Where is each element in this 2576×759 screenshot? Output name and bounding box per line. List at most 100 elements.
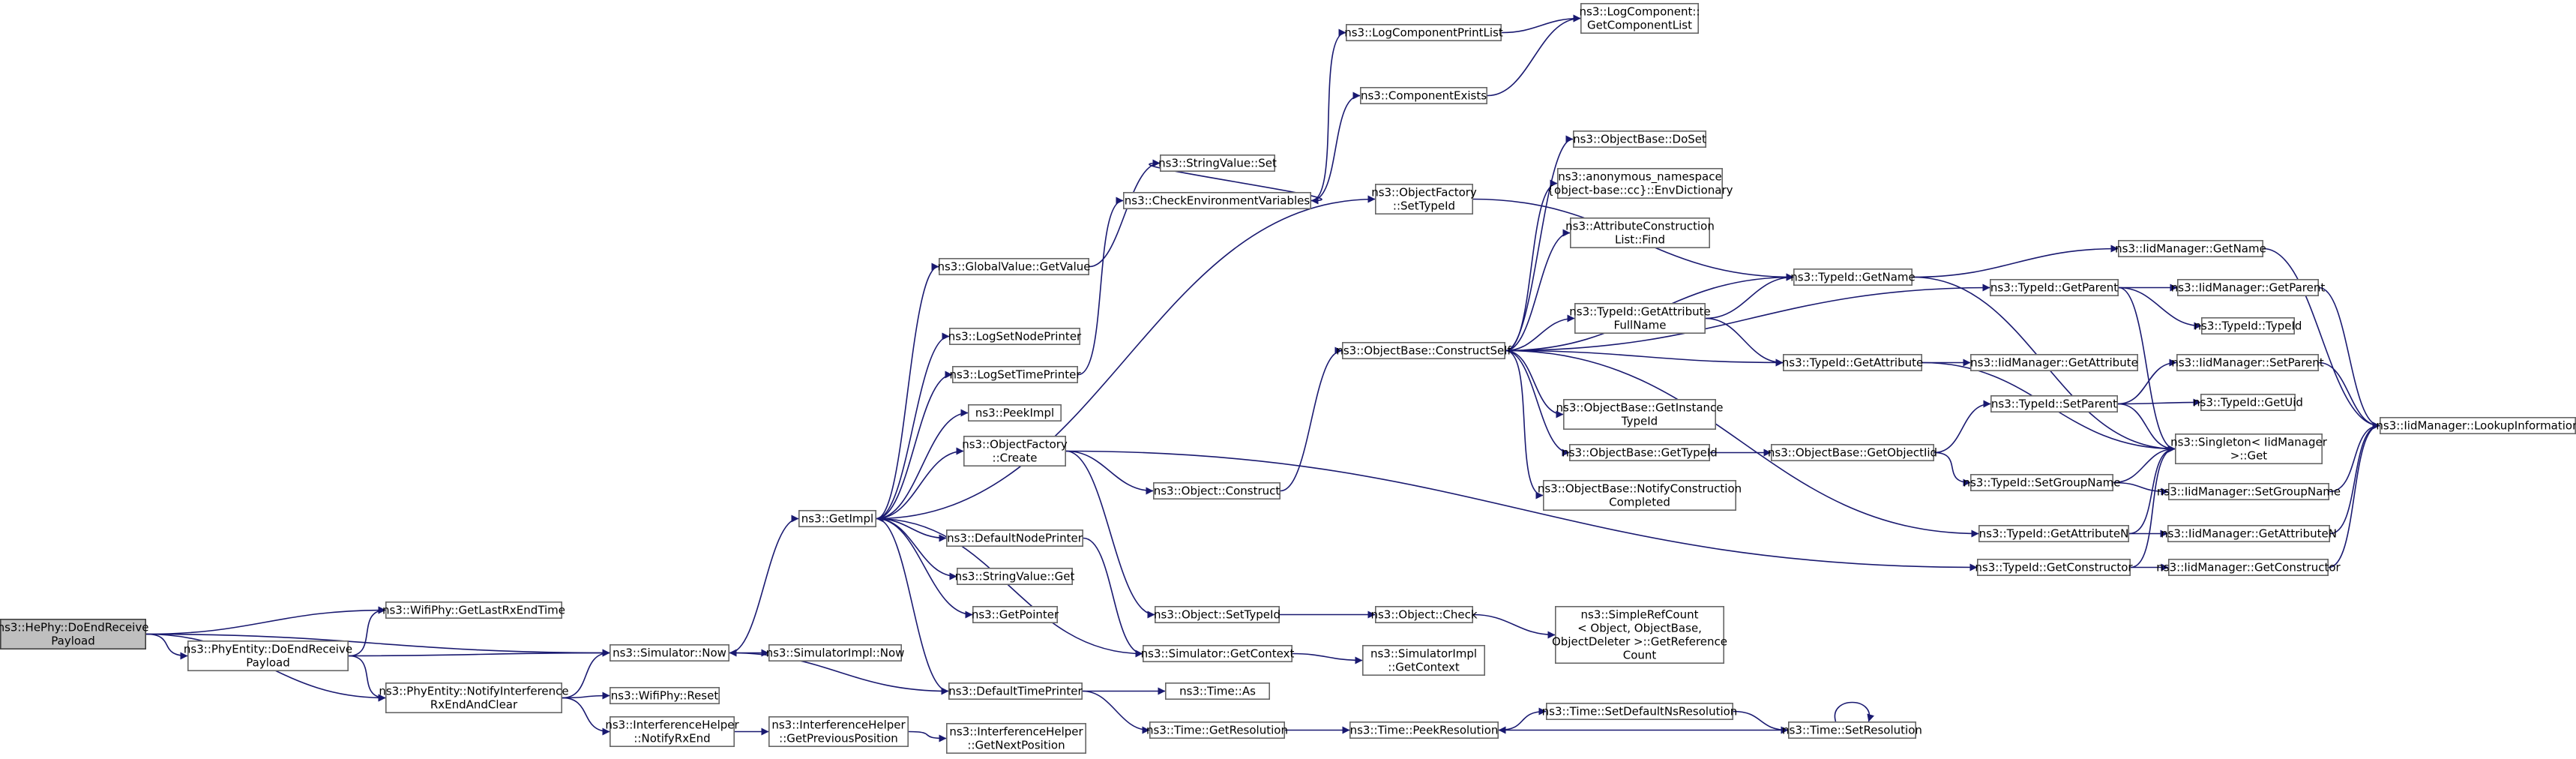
node-n23[interactable]: ns3::Object::SetTypeId (1154, 605, 1281, 623)
node-box (798, 509, 877, 527)
node-label: ::GetContext (1388, 661, 1460, 674)
node-n4[interactable]: ns3::PhyEntity::NotifyInterferenceRxEndA… (379, 682, 569, 713)
node-n40[interactable]: ns3::ObjectBase::GetTypeId (1562, 443, 1718, 461)
node-label: GetComponentList (1587, 19, 1692, 32)
node-box (2167, 524, 2331, 542)
node-n21[interactable]: ns3::CheckEnvironmentVariables (1123, 191, 1312, 209)
node-n5[interactable]: ns3::WifiPhy::Reset (609, 686, 720, 704)
node-n60[interactable]: ns3::IidManager::SetGroupName (2157, 482, 2341, 500)
node-n25[interactable]: ns3::Time::As (1165, 682, 1271, 700)
node-n56[interactable]: ns3::TypeId::TypeId (2194, 316, 2302, 334)
node-n6[interactable]: ns3::InterferenceHelper::NotifyRxEnd (605, 716, 739, 747)
node-box (1555, 605, 1725, 664)
edge-path (1505, 350, 1570, 457)
node-box (0, 618, 146, 650)
node-n12[interactable]: ns3::LogSetNodePrinter (948, 327, 1082, 345)
node-n14[interactable]: ns3::PeekImpl (968, 404, 1062, 422)
node-n49[interactable]: ns3::Time::SetResolution (1782, 721, 1922, 739)
node-box (1573, 130, 1707, 148)
edge-n24-n7 (876, 514, 1143, 655)
edge-path (876, 514, 1143, 655)
node-n61[interactable]: ns3::IidManager::GetAttributeN (2161, 524, 2337, 542)
node-n8[interactable]: ns3::SimulatorImpl::Now (766, 644, 905, 662)
node-n1[interactable]: ns3::WifiPhy::GetLastRxEndTime (382, 601, 565, 619)
node-box (972, 605, 1059, 623)
node-n32[interactable]: ns3::SimulatorImpl::GetContext (1362, 644, 1486, 676)
node-n36[interactable]: ns3::anonymous_namespace{object-base::cc… (1547, 168, 1733, 200)
node-label: List::Find (1615, 233, 1665, 247)
node-n20[interactable]: ns3::StringValue::Set (1158, 154, 1277, 172)
node-n18[interactable]: ns3::GetPointer (972, 605, 1059, 623)
node-n45[interactable]: ns3::TypeId::GetAttribute (1782, 353, 1923, 371)
node-n53[interactable]: ns3::TypeId::SetParent (1990, 394, 2119, 412)
edge-path (876, 262, 939, 520)
node-label: ns3::ObjectFactory (962, 438, 1068, 452)
node-n19[interactable]: ns3::DefaultTimePrinter (948, 682, 1083, 700)
node-label: ns3::TypeId::GetParent (1990, 281, 2118, 295)
node-n31[interactable]: ns3::Object::Check (1370, 605, 1478, 623)
node-n24[interactable]: ns3::Simulator::GetContext (1141, 644, 1295, 662)
edge-n0-n1 (145, 606, 386, 635)
edge-n15-n23 (1065, 450, 1155, 619)
edge-path (348, 606, 386, 657)
node-n62[interactable]: ns3::IidManager::GetConstructor (2156, 558, 2341, 576)
node-n34[interactable]: ns3::LogComponent::GetComponentList (1580, 3, 1700, 34)
node-n57[interactable]: ns3::IidManager::SetParent (2171, 353, 2324, 371)
node-n27[interactable]: ns3::LogComponentPrintList (1344, 23, 1503, 41)
node-n43[interactable]: ns3::Time::SetDefaultNsResolution (1542, 702, 1738, 720)
node-label: Payload (51, 634, 95, 648)
node-label: RxEndAndClear (430, 698, 518, 712)
node-n17[interactable]: ns3::StringValue::Get (955, 567, 1075, 585)
node-n22[interactable]: ns3::Object::Construct (1153, 482, 1281, 500)
node-n58[interactable]: ns3::TypeId::GetUid (2193, 393, 2303, 411)
node-n55[interactable]: ns3::IidManager::GetParent (2171, 278, 2326, 296)
node-n41[interactable]: ns3::ObjectBase::NotifyConstructionCompl… (1538, 479, 1742, 511)
node-box (2380, 416, 2576, 434)
edge-path (1505, 350, 1544, 500)
node-box (1153, 482, 1281, 500)
node-n59[interactable]: ns3::Singleton< IidManager>::Get (2170, 433, 2328, 464)
node-n52[interactable]: ns3::IidManager::GetAttribute (1970, 353, 2139, 371)
node-box (946, 529, 1084, 547)
edge-path (2117, 358, 2177, 405)
node-n63[interactable]: ns3::IidManager::LookupInformation (2376, 416, 2576, 434)
node-n3[interactable]: ns3::Simulator::Now (609, 644, 729, 662)
edge-path (1089, 159, 1161, 268)
node-n48[interactable]: ns3::TypeId::GetConstructor (1975, 558, 2133, 576)
node-n16[interactable]: ns3::DefaultNodePrinter (946, 529, 1084, 547)
node-label: ns3::Simulator::GetContext (1141, 647, 1295, 661)
node-box (1160, 154, 1276, 172)
edge-n2-n3 (348, 649, 610, 657)
edge-path (1065, 450, 1155, 619)
node-label: ns3::IidManager::GetParent (2171, 281, 2326, 295)
edge-n7-n29 (876, 195, 1376, 520)
node-n51[interactable]: ns3::TypeId::GetParent (1990, 278, 2119, 296)
edge-n51-n56 (2118, 286, 2202, 330)
node-n30[interactable]: ns3::ObjectBase::ConstructSelf (1336, 341, 1511, 359)
node-n44[interactable]: ns3::TypeId::GetName (1790, 268, 1916, 286)
node-n35[interactable]: ns3::ObjectBase::DoSet (1573, 130, 1707, 148)
node-n33[interactable]: ns3::Time::PeekResolution (1349, 721, 1499, 739)
node-n26[interactable]: ns3::Time::GetResolution (1146, 721, 1288, 739)
node-box (2168, 482, 2330, 500)
node-n13[interactable]: ns3::LogSetTimePrinter (949, 365, 1081, 383)
node-n15[interactable]: ns3::ObjectFactory::Create (962, 435, 1068, 466)
node-n50[interactable]: ns3::IidManager::GetName (2115, 239, 2266, 257)
node-n29[interactable]: ns3::ObjectFactory::SetTypeId (1371, 184, 1477, 215)
node-n42[interactable]: ns3::SimpleRefCount< Object, ObjectBase,… (1552, 605, 1727, 664)
node-box (1574, 302, 1706, 334)
node-n11[interactable]: ns3::GlobalValue::GetValue (937, 257, 1091, 275)
node-n7[interactable]: ns3::GetImpl (798, 509, 877, 527)
node-label: ns3::TypeId::SetParent (1991, 398, 2117, 411)
node-n9[interactable]: ns3::InterferenceHelper::GetPreviousPosi… (768, 716, 909, 747)
node-n46[interactable]: ns3::ObjectBase::GetObjectIid (1768, 443, 1937, 461)
node-n47[interactable]: ns3::TypeId::GetAttributeN (1978, 524, 2130, 542)
node-n54[interactable]: ns3::TypeId::SetGroupName (1963, 473, 2121, 491)
node-n28[interactable]: ns3::ComponentExists (1360, 87, 1488, 105)
node-n10[interactable]: ns3::InterferenceHelper::GetNextPosition (946, 722, 1087, 754)
node-label: ns3::TypeId::TypeId (2194, 320, 2302, 333)
